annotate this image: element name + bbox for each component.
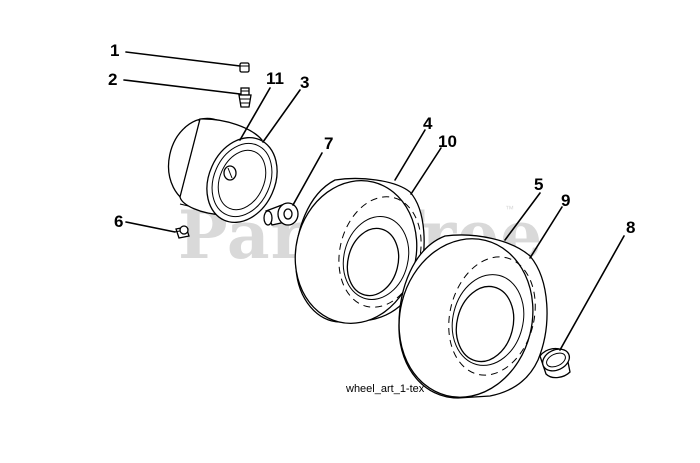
part-valve-stem[interactable]: [238, 87, 252, 108]
part-bushing[interactable]: [263, 202, 299, 226]
callout-2: 2: [108, 70, 117, 89]
callout-10: 10: [438, 132, 457, 151]
callout-3: 3: [300, 73, 309, 92]
callout-1: 1: [110, 41, 119, 60]
callout-4: 4: [423, 114, 433, 133]
watermark-trademark: ™: [505, 204, 514, 214]
callout-8: 8: [626, 218, 635, 237]
callout-6: 6: [114, 212, 123, 231]
leader-lines: [123, 51, 625, 351]
part-valve-cap[interactable]: [239, 62, 250, 73]
callout-5: 5: [534, 175, 543, 194]
part-grease-fitting[interactable]: [173, 225, 190, 239]
callout-11: 11: [266, 69, 284, 88]
diagram-caption: wheel_art_1-tex: [345, 383, 425, 395]
part-tire-front[interactable]: [280, 168, 432, 337]
part-hub-cap[interactable]: [539, 345, 573, 379]
callout-labels: 1 2 11 3 6 7 4 10 5 9 8: [108, 41, 635, 237]
part-wheel-rim[interactable]: [161, 112, 290, 234]
part-tire-rear[interactable]: [383, 224, 550, 411]
callout-9: 9: [561, 191, 570, 210]
callout-7: 7: [324, 134, 333, 153]
